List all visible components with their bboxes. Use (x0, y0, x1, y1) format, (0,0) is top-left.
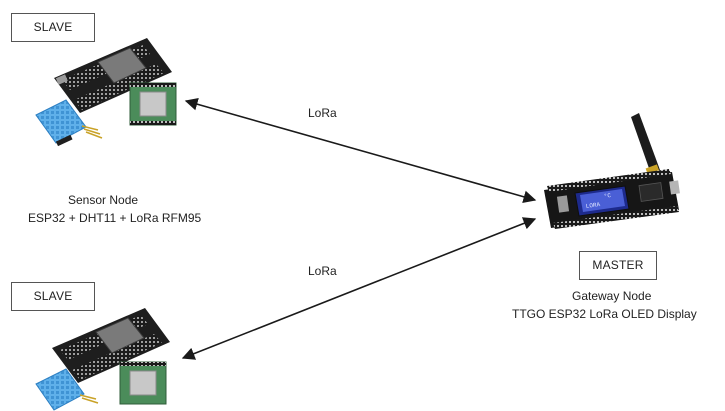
lora-antenna (631, 113, 660, 174)
gateway-node-title: Gateway Node (572, 289, 652, 303)
lora-link-label-top: LoRa (308, 106, 337, 120)
esp32-chip-bottom (95, 317, 145, 354)
sensor-node-top-image (35, 38, 177, 147)
lora-link-label-bottom: LoRa (308, 264, 337, 278)
lora-arrow-bottom (181, 217, 537, 360)
lora-arrow-top (184, 97, 537, 204)
slave-label-top: SLAVE (11, 13, 95, 42)
dht11-sensor-bottom (35, 368, 99, 411)
gateway-node-subtitle: TTGO ESP32 LoRa OLED Display (512, 307, 697, 321)
rfm95-module-bottom (119, 361, 167, 405)
dht11-sensor-top (35, 99, 103, 147)
sensor-node-subtitle: ESP32 + DHT11 + LoRa RFM95 (28, 211, 202, 225)
slave-label-bottom: SLAVE (11, 282, 95, 311)
esp32-chip-top (97, 47, 147, 84)
gateway-node-image: °C LORA (544, 113, 680, 229)
rfm95-module-top (129, 82, 177, 126)
sensor-node-bottom-image (35, 308, 170, 411)
sensor-node-title: Sensor Node (68, 193, 139, 207)
master-label: MASTER (579, 251, 657, 280)
oled-text-unit: °C (603, 192, 612, 200)
oled-text-lora: LORA (585, 201, 601, 210)
